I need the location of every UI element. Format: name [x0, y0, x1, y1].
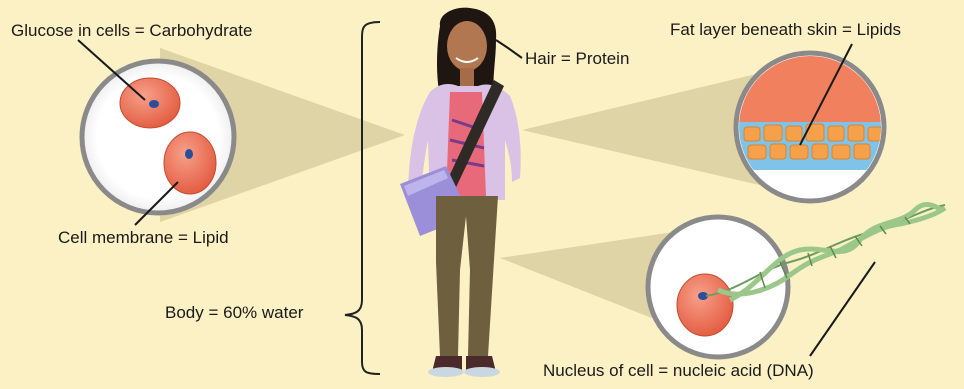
dna-cell: [677, 274, 733, 336]
nucleus-dna-label: Nucleus of cell = nucleic acid (DNA): [543, 361, 814, 381]
glucose-cell-nucleus: [149, 100, 159, 108]
cell-membrane-label: Cell membrane = Lipid: [58, 228, 229, 248]
body-bracket: [345, 22, 380, 374]
hair-label: Hair = Protein: [525, 49, 629, 69]
cells-lens: [82, 61, 234, 213]
membrane-cell-nucleus: [185, 149, 193, 159]
membrane-cell: [164, 132, 216, 194]
fat-layer-lens: [730, 50, 895, 201]
glucose-label: Glucose in cells = Carbohydrate: [11, 21, 252, 41]
fat-layer-label: Fat layer beneath skin = Lipids: [670, 20, 901, 40]
body-water-label: Body = 60% water: [165, 303, 303, 323]
girl-figure: [400, 8, 521, 377]
